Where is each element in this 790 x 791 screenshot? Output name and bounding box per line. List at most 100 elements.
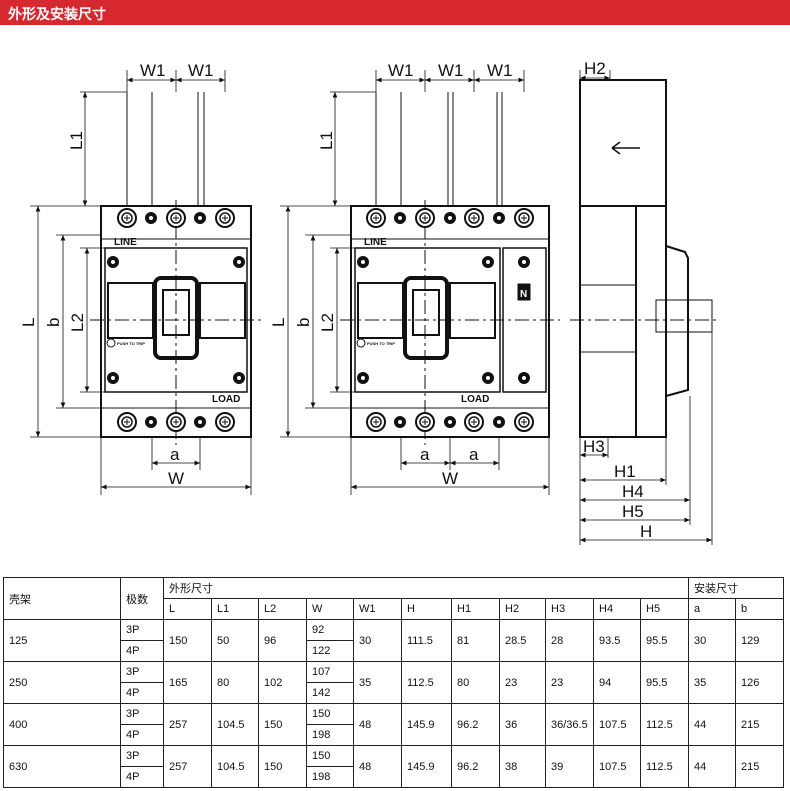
cell-h: 112.5 <box>401 661 452 704</box>
dim-h5: H5 <box>622 502 644 521</box>
push-to-trip-label: PUSH TO TRIP <box>367 341 395 346</box>
cell-h3: 23 <box>545 661 594 704</box>
cell-b: 215 <box>735 745 784 788</box>
cell-h4: 107.5 <box>593 703 641 746</box>
cell-a: 44 <box>688 745 736 788</box>
dim-b: b <box>44 318 63 327</box>
cell-poles: 3P <box>120 745 164 767</box>
cell-w: 150 <box>306 745 354 767</box>
cell-h5: 112.5 <box>640 703 689 746</box>
cell-l1: 50 <box>211 619 259 662</box>
cell-w: 198 <box>306 766 354 788</box>
col-header: W <box>306 598 354 620</box>
cell-w1: 35 <box>353 661 402 704</box>
dim-l2: L2 <box>68 313 87 332</box>
cell-w1: 30 <box>353 619 402 662</box>
dim-l1: L1 <box>317 131 336 150</box>
cell-l1: 104.5 <box>211 703 259 746</box>
col-header: L2 <box>258 598 307 620</box>
col-header: H2 <box>499 598 546 620</box>
cell-l2: 150 <box>258 745 307 788</box>
cell-h2: 28.5 <box>499 619 546 662</box>
dim-w1: W1 <box>388 61 414 80</box>
dim-l: L <box>19 318 38 327</box>
col-header: a <box>688 598 736 620</box>
cell-h: 145.9 <box>401 745 452 788</box>
cell-w: 107 <box>306 661 354 683</box>
dim-w: W <box>168 469 184 488</box>
dim-l: L <box>269 318 288 327</box>
cell-w: 142 <box>306 682 354 704</box>
dim-a: a <box>469 445 479 464</box>
col-header: H3 <box>545 598 594 620</box>
col-frame: 壳架 <box>3 577 121 620</box>
cell-h3: 28 <box>545 619 594 662</box>
cell-h4: 107.5 <box>593 745 641 788</box>
cell-l2: 102 <box>258 661 307 704</box>
cell-frame: 400 <box>3 703 121 746</box>
col-header: H <box>401 598 452 620</box>
cell-poles: 4P <box>120 682 164 704</box>
dim-w: W <box>442 469 458 488</box>
col-header: b <box>735 598 784 620</box>
cell-a: 30 <box>688 619 736 662</box>
cell-h1: 81 <box>451 619 500 662</box>
dim-w1: W1 <box>188 61 214 80</box>
cell-w: 150 <box>306 703 354 725</box>
dim-w1: W1 <box>438 61 464 80</box>
line-label: LINE <box>114 237 137 248</box>
section-header: 外形及安装尺寸 <box>0 0 790 25</box>
dim-h1: H1 <box>614 462 636 481</box>
cell-l2: 96 <box>258 619 307 662</box>
dim-h3: H3 <box>583 437 605 456</box>
cell-poles: 4P <box>120 724 164 746</box>
cell-poles: 3P <box>120 703 164 725</box>
col-poles: 极数 <box>120 577 164 620</box>
section-title: 外形及安装尺寸 <box>8 7 106 23</box>
group-outline: 外形尺寸 <box>163 577 689 599</box>
cell-w: 92 <box>306 619 354 641</box>
line-label: LINE <box>364 237 387 248</box>
cell-h5: 112.5 <box>640 745 689 788</box>
cell-l: 257 <box>163 703 212 746</box>
col-header: H4 <box>593 598 641 620</box>
cell-poles: 4P <box>120 766 164 788</box>
cell-frame: 250 <box>3 661 121 704</box>
cell-w1: 48 <box>353 745 402 788</box>
col-header: W1 <box>353 598 402 620</box>
dim-w1: W1 <box>140 61 166 80</box>
table-row: 4P 198 <box>4 766 784 788</box>
col-header: L1 <box>211 598 259 620</box>
cell-h4: 94 <box>593 661 641 704</box>
col-header: H5 <box>640 598 689 620</box>
dim-l1: L1 <box>67 131 86 150</box>
cell-b: 126 <box>735 661 784 704</box>
cell-h2: 38 <box>499 745 546 788</box>
table-row: 4P 142 <box>4 682 784 704</box>
cell-w1: 48 <box>353 703 402 746</box>
cell-frame: 630 <box>3 745 121 788</box>
load-label: LOAD <box>461 394 489 405</box>
cell-frame: 125 <box>3 619 121 662</box>
col-header: L <box>163 598 212 620</box>
push-to-trip-label: PUSH TO TRIP <box>117 341 145 346</box>
cell-b: 215 <box>735 703 784 746</box>
cell-l: 150 <box>163 619 212 662</box>
cell-h: 111.5 <box>401 619 452 662</box>
col-header: H1 <box>451 598 500 620</box>
group-mount: 安装尺寸 <box>688 577 784 599</box>
cell-l: 257 <box>163 745 212 788</box>
dim-h: H <box>640 522 652 541</box>
dim-b: b <box>294 318 313 327</box>
cell-l1: 80 <box>211 661 259 704</box>
cell-l: 165 <box>163 661 212 704</box>
cell-h1: 80 <box>451 661 500 704</box>
neutral-label: N <box>520 289 527 300</box>
cell-h5: 95.5 <box>640 619 689 662</box>
cell-h1: 96.2 <box>451 745 500 788</box>
